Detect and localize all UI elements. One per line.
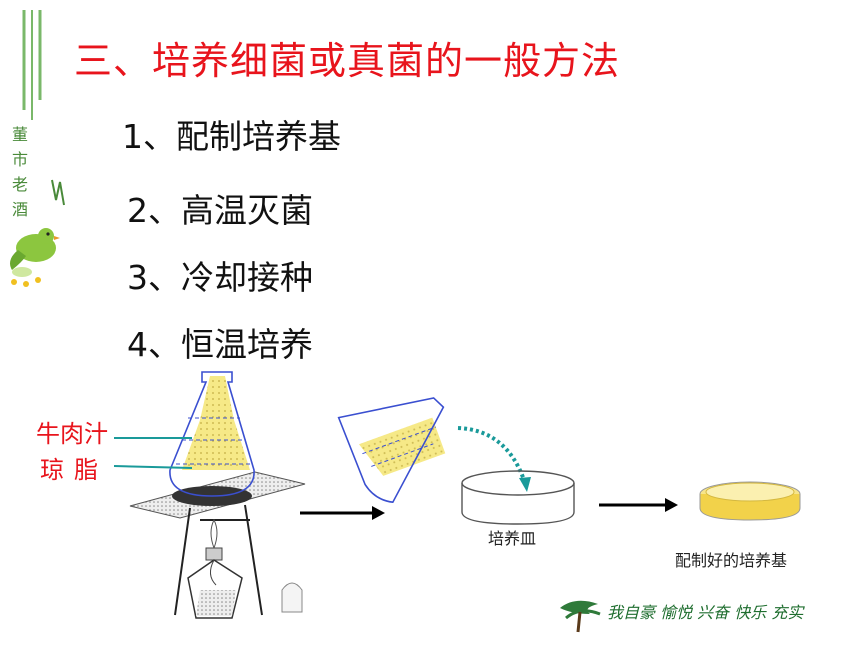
- svg-text:老: 老: [12, 175, 28, 194]
- petri-dish: [461, 470, 575, 525]
- step-prepare-medium: 1、配制培养基: [122, 117, 341, 156]
- step-sterilize: 2、高温灭菌: [127, 191, 313, 230]
- decorative-border: 董 市 老 酒: [10, 10, 65, 287]
- pouring-flask: [337, 397, 446, 504]
- caption-prepared-medium: 配制好的培养基: [675, 551, 788, 570]
- caption-petri-dish: 培养皿: [488, 529, 537, 548]
- arrow-right-icon: [300, 506, 385, 520]
- lamp-cap: [281, 582, 303, 613]
- pine-tree-icon: [560, 600, 601, 633]
- arrow-right-icon: [599, 498, 678, 512]
- svg-text:酒: 酒: [12, 200, 28, 219]
- footer-motto: 我自豪 愉悦 兴奋 快乐 充实: [607, 603, 804, 622]
- svg-text:市: 市: [12, 150, 28, 169]
- svg-text:董: 董: [12, 125, 28, 144]
- slide-title: 三、培养细菌或真菌的一般方法: [74, 39, 621, 83]
- prepared-medium-dish: [699, 481, 801, 521]
- step-incubate: 4、恒温培养: [127, 325, 313, 364]
- bird-icon: [10, 228, 60, 287]
- pointer-agar: [113, 465, 193, 469]
- label-agar: 琼脂: [40, 456, 108, 484]
- step-cool-inoculate: 3、冷却接种: [127, 258, 313, 297]
- conical-flask: [169, 371, 255, 497]
- alcohol-lamp: [187, 518, 243, 619]
- label-beef-broth: 牛肉汁: [36, 420, 108, 448]
- tripod: [174, 504, 263, 616]
